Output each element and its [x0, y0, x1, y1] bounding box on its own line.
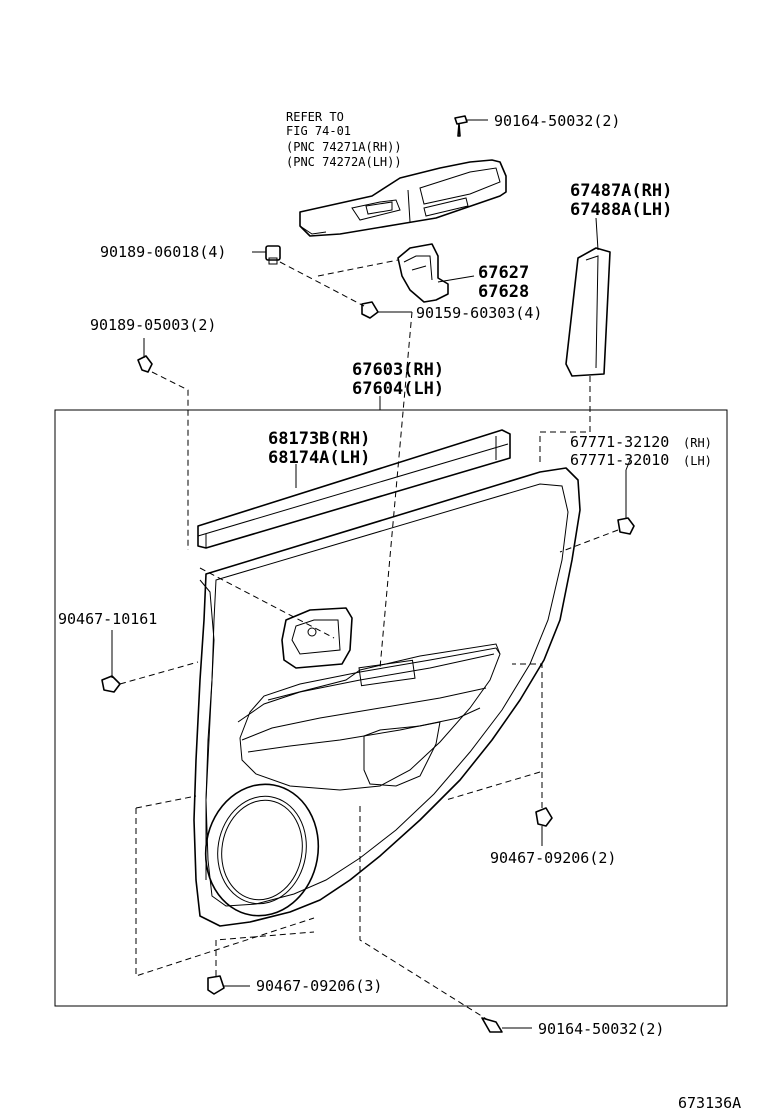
clip-06018-icon	[252, 245, 281, 265]
door-handle	[281, 607, 353, 669]
cover-lh-label: 67488A(LH)	[570, 200, 672, 220]
clip-10161-icon	[101, 630, 121, 693]
clip-05003-label: 90189-05003(2)	[90, 316, 216, 334]
bracket-a-label: 67627	[478, 263, 529, 283]
figure-id-label: 673136A	[678, 1094, 741, 1112]
trim-cover-part	[565, 217, 611, 377]
clip-67771-icon	[617, 459, 635, 535]
clip-06018-label: 90189-06018(4)	[100, 243, 226, 261]
screw-top-label: 90164-50032(2)	[494, 112, 620, 130]
clip-09206-bottom-label: 90467-09206(3)	[256, 977, 382, 995]
pnc-rh-label: (PNC 74271A(RH))	[286, 140, 402, 154]
bracket-b-label: 67628	[478, 282, 529, 302]
screw-60303-icon	[361, 301, 412, 319]
weatherstrip-rh-label: 68173B(RH)	[268, 429, 370, 449]
clip-05003-icon	[137, 338, 153, 373]
switch-panel-part	[299, 159, 507, 237]
weatherstrip-lh-label: 68174A(LH)	[268, 448, 370, 468]
clip-10161-label: 90467-10161	[58, 610, 157, 628]
cover-rh-label: 67487A(RH)	[570, 181, 672, 201]
screw-bottom-label: 90164-50032(2)	[538, 1020, 664, 1038]
clip-32010-side-label: (LH)	[683, 454, 712, 468]
speaker-grille	[204, 783, 320, 917]
weatherstrip-part	[197, 429, 511, 549]
screw-top-icon	[454, 115, 488, 137]
clip-09206-right-label: 90467-09206(2)	[490, 849, 616, 867]
assembly-frame	[54, 409, 728, 1007]
door-panel-part	[193, 467, 581, 927]
panel-rh-label: 67603(RH)	[352, 360, 444, 380]
screw-60303-label: 90159-60303(4)	[416, 304, 542, 322]
panel-lh-label: 67604(LH)	[352, 379, 444, 399]
clip-09206-bottom-icon	[207, 975, 250, 995]
refer-to-label: REFER TO	[286, 110, 344, 124]
screw-bottom-icon	[481, 1017, 532, 1033]
refer-fig-label: FIG 74-01	[286, 124, 351, 138]
pnc-lh-label: (PNC 74272A(LH))	[286, 155, 402, 169]
clip-09206-right-icon	[535, 807, 553, 846]
clip-32010-label: 67771-32010	[570, 451, 669, 469]
clip-32120-label: 67771-32120	[570, 433, 669, 451]
clip-32120-side-label: (RH)	[683, 436, 712, 450]
bracket-part	[397, 243, 475, 303]
